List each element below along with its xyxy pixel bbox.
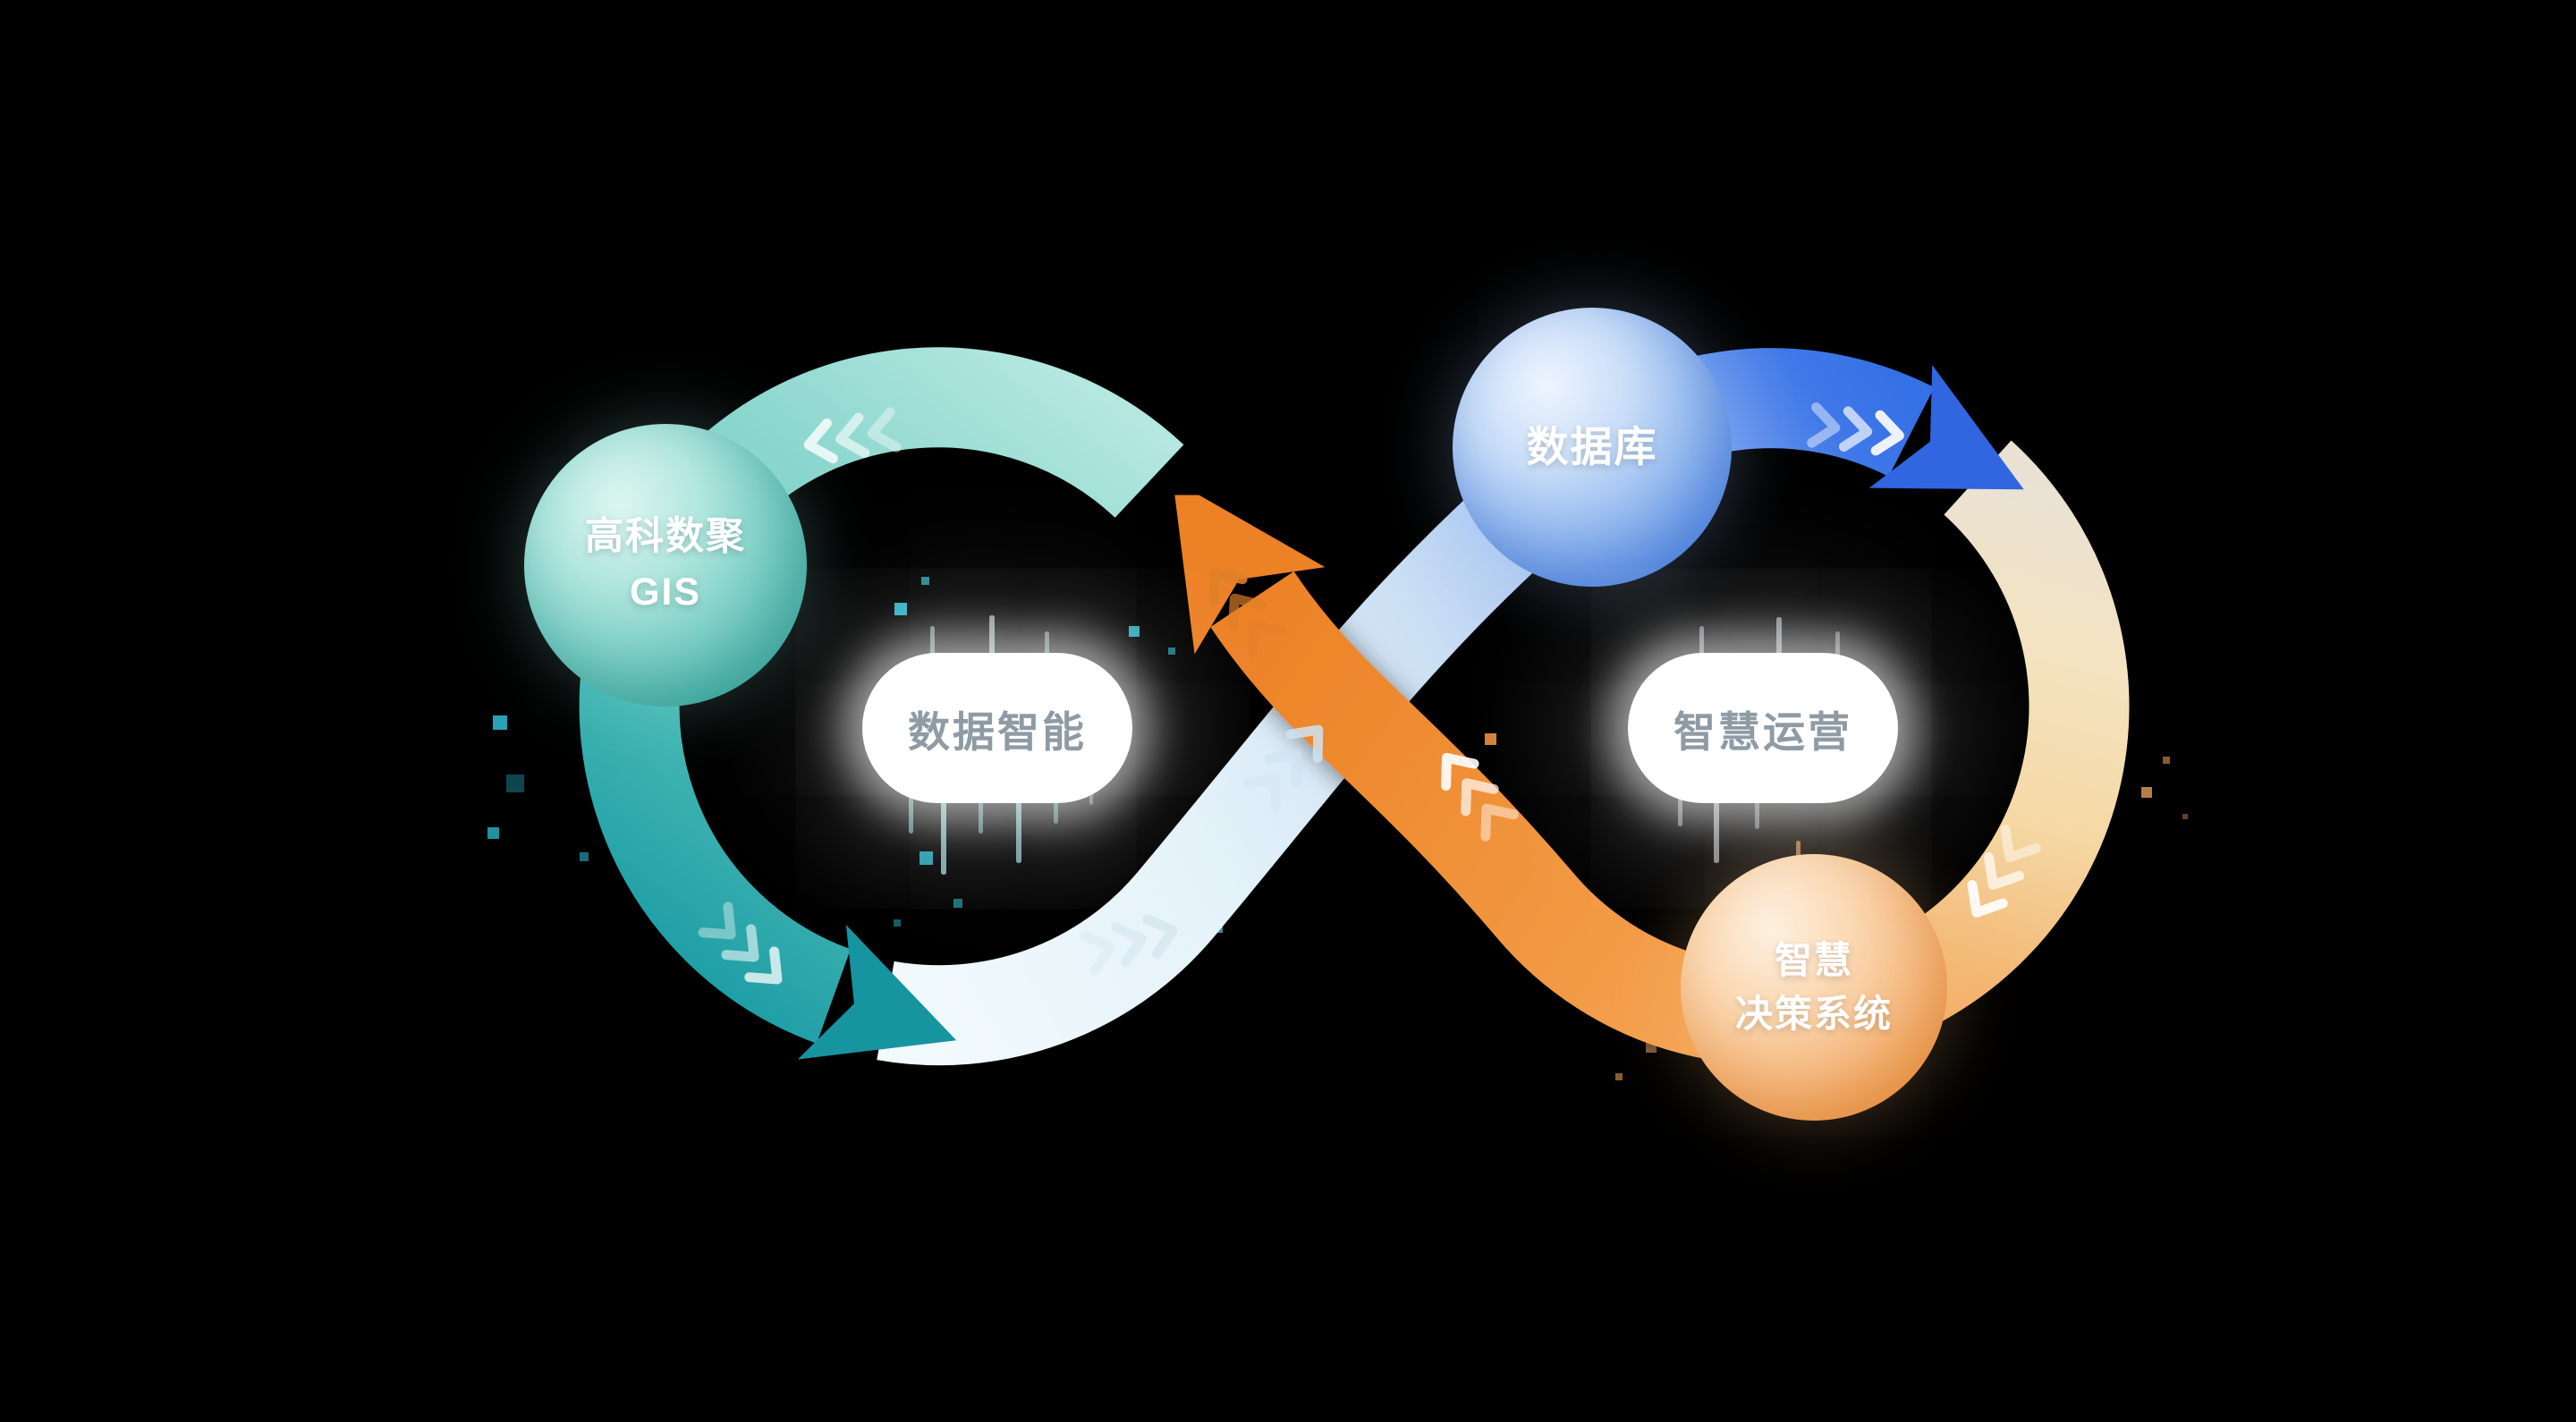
node-database: 数据库 [1453,308,1732,587]
flow-direction-chevrons [698,402,2041,985]
particle-square [894,919,901,927]
label-data-intelligence: 数据智能 [862,653,1132,803]
particle-square [580,852,589,861]
particle-square [2163,757,2170,764]
particle-square [493,715,507,730]
node-decision-line1: 智慧 [1774,938,1853,981]
chevron-arrow-icon [1080,914,1178,976]
label-smart-operations-text: 智慧运营 [1674,707,1852,756]
particle-square [2141,787,2152,798]
particle-square [1485,733,1496,745]
chevron-arrow-icon [698,901,783,985]
node-database-label: 数据库 [1527,421,1658,474]
particle-square [919,851,933,865]
particle-square [1168,648,1175,655]
chevron-arrow-icon [1441,752,1519,842]
particle-square [921,577,929,585]
particle-square [506,774,524,792]
label-smart-operations: 智慧运营 [1628,653,1898,803]
node-gis-line2: GIS [629,571,702,614]
particle-square [1615,1073,1623,1080]
chevron-arrow-icon [1967,825,2041,918]
particle-square [894,603,907,615]
particle-square [487,827,499,839]
particle-square [953,899,962,908]
node-database-line1: 数据库 [1526,422,1658,470]
left-loop-return-path-to-blue-arrow [877,348,2024,1066]
chevron-arrow-icon [803,407,902,464]
chevron-arrow-icon [1243,724,1324,812]
particle-square [2182,814,2188,819]
chevron-arrow-icon [1208,568,1286,657]
node-decision-system-label: 智慧 决策系统 [1735,937,1893,1038]
node-gis-label: 高科数聚 GIS [585,513,746,617]
particle-square [1129,626,1140,637]
label-data-intelligence-text: 数据智能 [908,707,1087,756]
node-decision-line2: 决策系统 [1734,993,1893,1035]
node-decision-system: 智慧 决策系统 [1681,854,1947,1121]
chevron-arrow-icon [1807,402,1904,456]
node-gis-line1: 高科数聚 [585,515,746,559]
node-gis: 高科数聚 GIS [524,424,807,707]
